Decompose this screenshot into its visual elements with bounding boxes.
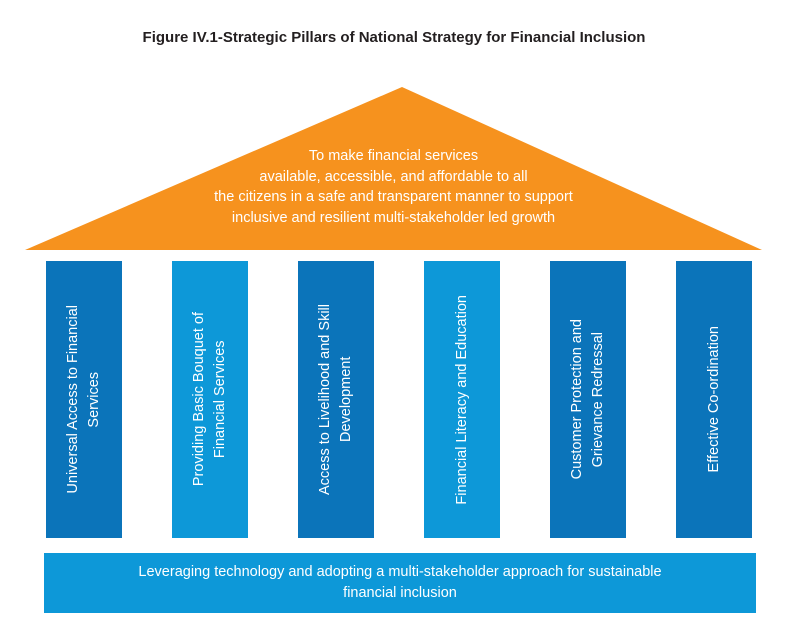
pillar-financial-literacy: Financial Literacy and Education	[424, 261, 500, 538]
pillar-label: Financial Literacy and Education	[453, 294, 470, 505]
pillar-label: Access to Livelihood and Skill Developme…	[317, 303, 354, 496]
roof-triangle-shape	[25, 87, 762, 250]
pillar-customer-protection: Customer Protection and Grievance Redres…	[550, 261, 626, 538]
foundation-text: Leveraging technology and adopting a mul…	[138, 564, 662, 601]
pillar-label: Customer Protection and Grievance Redres…	[569, 319, 606, 480]
pillars-row: Universal Access to Financial Services P…	[46, 261, 752, 538]
pillar-effective-coordination: Effective Co-ordination	[676, 261, 752, 538]
pillar-label: Providing Basic Bouquet of Financial Ser…	[191, 312, 228, 487]
pillar-universal-access: Universal Access to Financial Services	[46, 261, 122, 538]
pillar-livelihood-skill: Access to Livelihood and Skill Developme…	[298, 261, 374, 538]
roof-triangle	[25, 87, 762, 250]
pillar-label: Universal Access to Financial Services	[65, 305, 102, 494]
roof-mission-text: To make financial services available, ac…	[214, 148, 573, 226]
figure-title: Figure IV.1-Strategic Pillars of Nationa…	[142, 29, 646, 46]
pillar-basic-bouquet: Providing Basic Bouquet of Financial Ser…	[172, 261, 248, 538]
foundation-bar: Leveraging technology and adopting a mul…	[44, 553, 756, 613]
pillar-label: Effective Co-ordination	[705, 326, 722, 473]
